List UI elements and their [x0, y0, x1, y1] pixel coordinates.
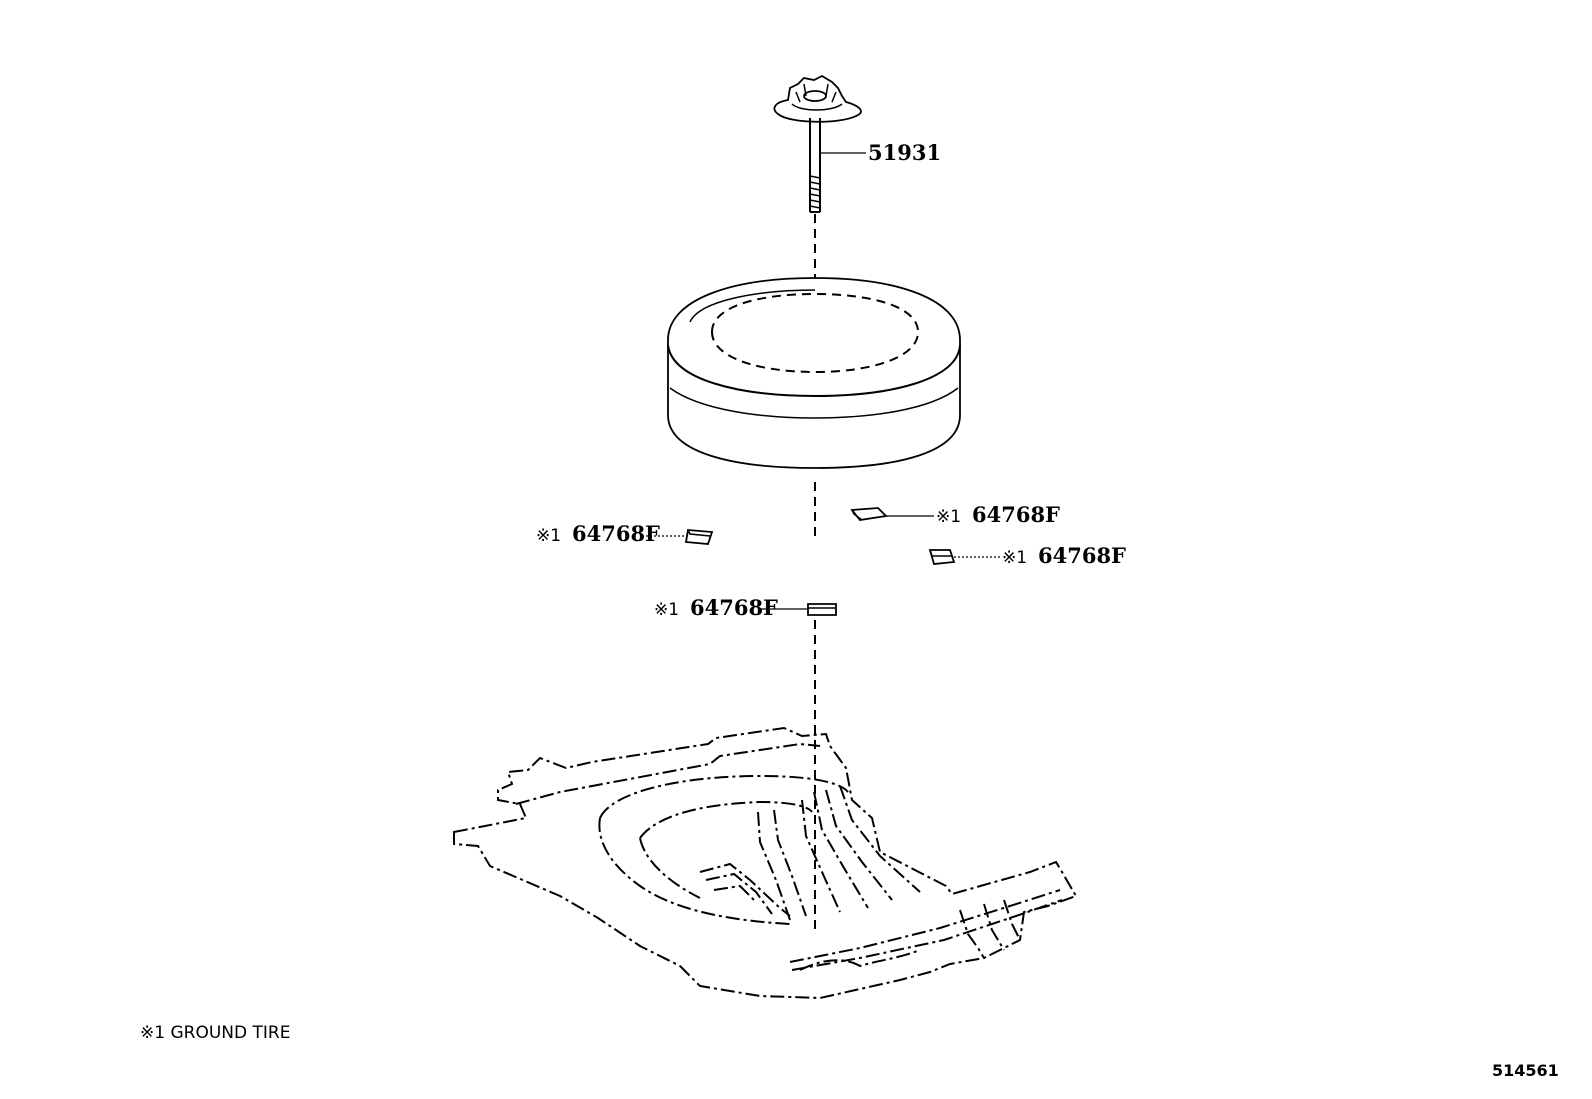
pad-center-drawing	[760, 603, 837, 616]
figure-id: 514561	[1492, 1061, 1559, 1080]
part-number-64768f-left[interactable]: 64768F	[572, 521, 660, 546]
pad-right-upper-mark: ※1	[936, 507, 961, 527]
pad-right-lower-drawing	[928, 549, 1000, 565]
clamp-bolt-drawing	[773, 74, 866, 213]
floor-pan-drawing	[453, 726, 1078, 1000]
part-number-64768f-right-upper[interactable]: 64768F	[972, 502, 1060, 527]
pad-center-mark: ※1	[654, 600, 679, 620]
pad-right-lower-mark: ※1	[1002, 548, 1027, 568]
pad-right-upper-drawing	[850, 507, 934, 521]
pad-left-mark: ※1	[536, 526, 561, 546]
pad-left-drawing	[642, 529, 714, 545]
part-number-64768f-right-lower[interactable]: 64768F	[1038, 543, 1126, 568]
part-number-51931[interactable]: 51931	[868, 140, 941, 165]
spare-tire-drawing	[667, 277, 961, 469]
footnote-ground-tire: ※1 GROUND TIRE	[140, 1023, 290, 1043]
part-number-64768f-center[interactable]: 64768F	[690, 595, 778, 620]
